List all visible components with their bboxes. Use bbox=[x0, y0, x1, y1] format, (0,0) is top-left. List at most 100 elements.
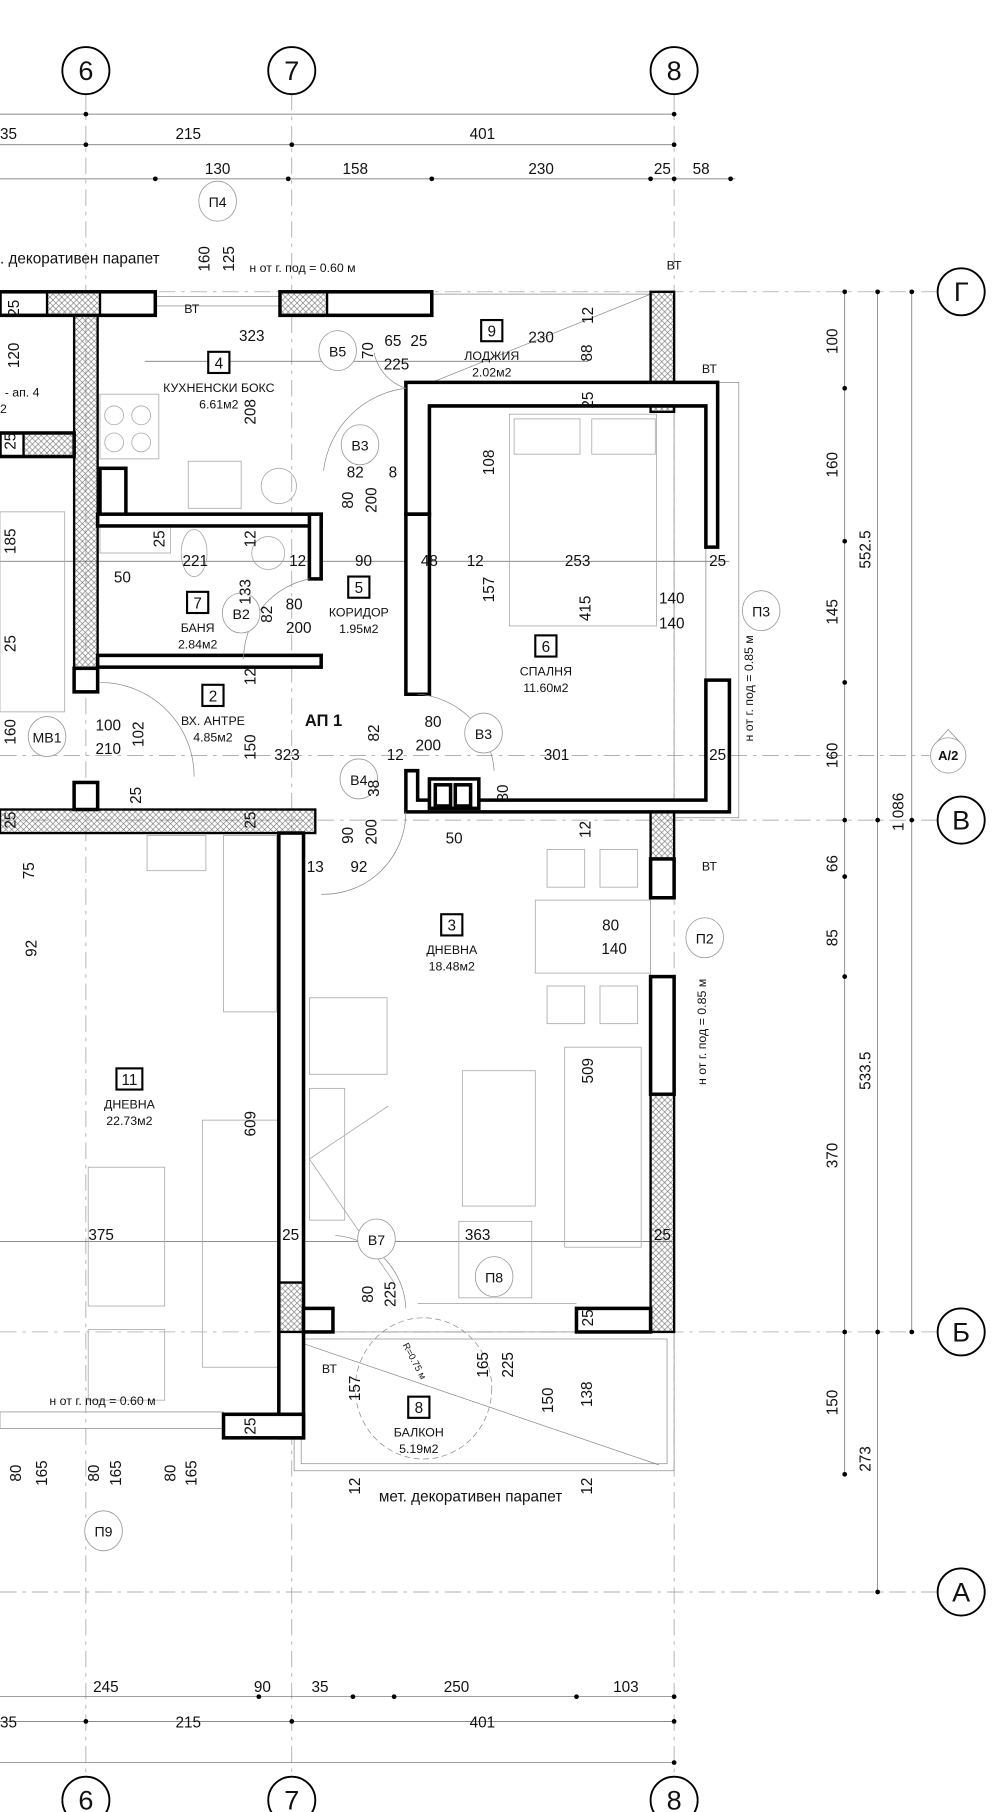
dimension-tick bbox=[842, 385, 848, 391]
dimension-label: 165 bbox=[183, 1460, 200, 1486]
dimension-label: 200 bbox=[415, 738, 440, 755]
room-name: БАЛКОН bbox=[394, 1426, 444, 1440]
room-number: 8 bbox=[415, 1400, 423, 1417]
dimension-label: 323 bbox=[239, 328, 264, 345]
dimension-label: 230 bbox=[528, 329, 553, 346]
sill-height-note: н от г. под = 0.60 м bbox=[249, 261, 355, 275]
vertical-pipe-label: ВТ bbox=[702, 860, 717, 874]
dimension-label: 225 bbox=[500, 1352, 517, 1378]
opening-tag[interactable]: В5 bbox=[318, 330, 357, 372]
dimension-tick bbox=[391, 1694, 397, 1700]
opening-tag-label: П9 bbox=[95, 1524, 113, 1540]
room-number-box bbox=[201, 683, 225, 708]
dimension-label: 35 bbox=[0, 126, 17, 143]
dimension-label: 221 bbox=[183, 553, 208, 570]
opening-tag[interactable]: П3 bbox=[741, 590, 781, 632]
room-number: 6 bbox=[542, 639, 550, 656]
dimension-label: 90 bbox=[355, 553, 372, 570]
opening-tag[interactable]: П8 bbox=[474, 1256, 514, 1298]
sill-height-note: н от г. под = 0.60 м bbox=[49, 1394, 155, 1408]
dimension-label: 48 bbox=[421, 553, 438, 570]
room-number-box bbox=[534, 634, 558, 658]
opening-tag-label: П4 bbox=[209, 194, 227, 210]
dimension-label: 82 bbox=[259, 606, 276, 623]
axis-bubble-column: 6 bbox=[61, 46, 111, 96]
dimension-tick bbox=[842, 817, 848, 823]
dimension-tick bbox=[875, 1329, 880, 1335]
dimension-label: 103 bbox=[613, 1679, 638, 1696]
room-area: 1.95м2 bbox=[339, 622, 379, 636]
room-area: 2.02м2 bbox=[472, 366, 512, 380]
room-name: ДНЕВНА bbox=[426, 943, 478, 957]
dimension-label: 80 bbox=[162, 1465, 179, 1482]
dimension-label: 50 bbox=[446, 831, 463, 848]
vertical-pipe-label: ВТ bbox=[702, 362, 717, 376]
dimension-label: 120 bbox=[6, 343, 23, 369]
axis-label: 8 bbox=[667, 56, 682, 86]
opening-tag[interactable]: В7 bbox=[357, 1218, 396, 1260]
dimension-tick bbox=[574, 1694, 579, 1700]
opening-tag[interactable]: П9 bbox=[84, 1510, 123, 1552]
dimension-label: 138 bbox=[579, 1382, 596, 1408]
room-name: СПАЛНЯ bbox=[520, 664, 572, 678]
opening-tag[interactable]: В3 bbox=[464, 712, 503, 754]
dimension-label: 552.5 bbox=[858, 530, 875, 568]
dimension-label: 157 bbox=[347, 1376, 364, 1402]
grid-lines bbox=[0, 94, 938, 1777]
dimension-label: 140 bbox=[659, 591, 684, 608]
dimension-label: 370 bbox=[825, 1143, 842, 1169]
room-area: 22.73м2 bbox=[106, 1114, 152, 1128]
dimension-label: 75 bbox=[21, 862, 38, 879]
dimension-tick bbox=[83, 142, 89, 148]
dimension-tick bbox=[671, 1760, 677, 1765]
dimension-label: 80 bbox=[86, 1465, 103, 1482]
dimension-label: 253 bbox=[565, 553, 590, 570]
dimension-label: 25 bbox=[580, 1309, 597, 1326]
dimension-label: 25 bbox=[242, 812, 259, 829]
room-number: 7 bbox=[193, 595, 201, 612]
room-number-box bbox=[407, 1395, 431, 1419]
dimension-tick bbox=[350, 1694, 356, 1700]
room-area: 11.60м2 bbox=[523, 681, 568, 695]
dimension-label: 100 bbox=[95, 718, 120, 735]
room-area: 5.19м2 bbox=[399, 1442, 439, 1456]
dimension-tick bbox=[83, 1719, 89, 1724]
room-area: 2.84м2 bbox=[178, 637, 218, 651]
dimension-label: 323 bbox=[274, 747, 299, 764]
opening-tag[interactable]: П4 bbox=[198, 180, 237, 222]
opening-tag[interactable]: П2 bbox=[685, 917, 724, 959]
dimension-label: 25 bbox=[2, 635, 19, 652]
dimension-label: 25 bbox=[709, 747, 726, 764]
sill-height-note: н от г. под = 0.85 м bbox=[695, 979, 709, 1085]
dimension-label: 25 bbox=[128, 787, 145, 804]
dimension-label: 65 bbox=[384, 333, 401, 350]
dimension-label: 66 bbox=[825, 855, 842, 872]
dimension-label: 12 bbox=[289, 553, 306, 570]
dimension-label: 140 bbox=[659, 615, 684, 632]
dimension-label: 200 bbox=[286, 620, 311, 637]
dimension-label: 401 bbox=[470, 126, 495, 143]
opening-tag[interactable]: В2 bbox=[221, 592, 261, 634]
dimension-label: 230 bbox=[528, 161, 553, 178]
dimension-label: 85 bbox=[825, 929, 842, 946]
opening-tag[interactable]: В3 bbox=[340, 424, 380, 466]
neighbor-apartment-label: 2 bbox=[0, 402, 7, 416]
dimension-label: 25 bbox=[709, 553, 726, 570]
apartment-label: АП 1 bbox=[305, 712, 342, 730]
room-number: 4 bbox=[215, 355, 224, 372]
dimension-label: 215 bbox=[175, 1714, 200, 1731]
room-area: 6.61м2 bbox=[199, 397, 239, 411]
dimension-label: 150 bbox=[825, 1390, 842, 1416]
dimension-label: 12 bbox=[387, 747, 404, 764]
dimension-tick bbox=[842, 289, 848, 295]
dimension-label: 165 bbox=[34, 1460, 51, 1486]
section-marker[interactable]: A/2 bbox=[930, 728, 967, 774]
dimension-label: 160 bbox=[825, 743, 842, 769]
dimension-label: 130 bbox=[205, 161, 230, 178]
dimension-label: 38 bbox=[366, 780, 383, 797]
opening-tag[interactable]: В4 bbox=[339, 758, 379, 800]
dimension-tick bbox=[909, 817, 915, 823]
dimension-label: 215 bbox=[175, 126, 200, 143]
opening-tag[interactable]: МВ1 bbox=[27, 716, 67, 757]
dimension-tick bbox=[842, 1329, 848, 1335]
